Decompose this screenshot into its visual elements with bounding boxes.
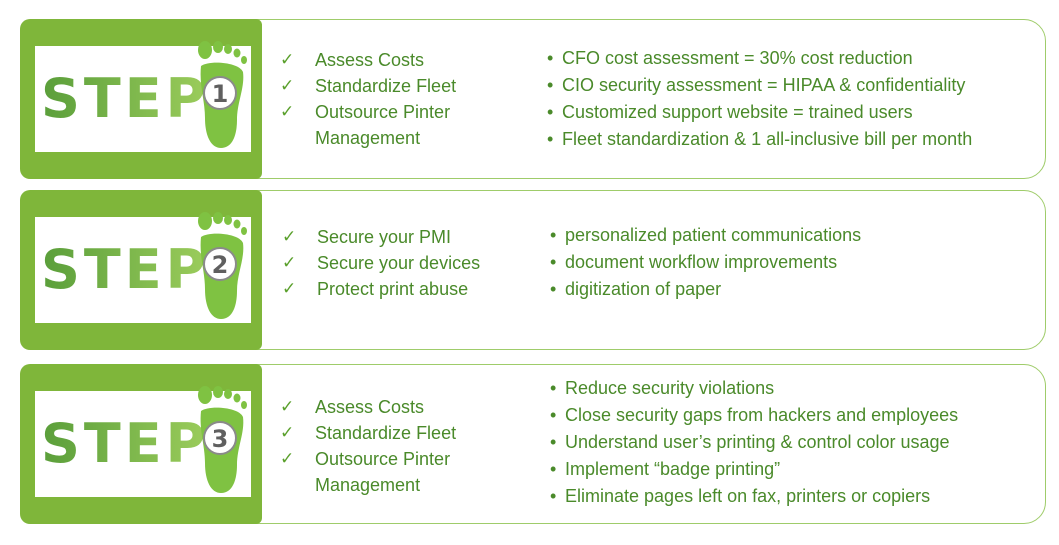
step-3-checklist: ✓ Assess Costs ✓ Standardize Fleet ✓ Out…: [280, 394, 515, 498]
check-item: ✓ Standardize Fleet: [280, 73, 515, 99]
step-3-word: STEP: [41, 411, 209, 477]
bullet-item: CFO cost assessment = 30% cost reduction: [547, 45, 972, 72]
bullet-item: personalized patient communications: [550, 222, 861, 249]
check-label: Assess Costs: [315, 397, 425, 417]
check-icon: ✓: [280, 449, 295, 468]
check-label: Outsource Pinter Management: [315, 449, 451, 495]
check-icon: ✓: [282, 279, 297, 298]
check-icon: ✓: [282, 253, 297, 272]
footprint-3-icon: 3: [198, 386, 247, 493]
footprint-1-icon: 1: [198, 41, 247, 148]
step-3-number: 3: [212, 425, 229, 453]
step-2-panel: STEP 2 ✓ Secure your PMI ✓ Secure your d…: [20, 190, 1046, 350]
step-2-number: 2: [212, 251, 229, 279]
step-3-label: STEP: [41, 412, 210, 475]
step-3-panel: STEP 3 ✓ Assess Costs ✓ Standardize Flee…: [20, 364, 1046, 524]
bullet-item: Close security gaps from hackers and emp…: [550, 402, 958, 429]
bullet-item: digitization of paper: [550, 276, 861, 303]
step-1-panel: STEP 1 ✓ Assess Costs ✓ Standardize Flee…: [20, 19, 1046, 179]
step-3-badge: STEP 3: [20, 364, 262, 524]
check-label: Assess Costs: [315, 50, 425, 70]
check-item: ✓ Secure your PMI: [282, 224, 557, 250]
check-item: ✓ Secure your devices: [282, 250, 557, 276]
step-1-bullets: CFO cost assessment = 30% cost reduction…: [547, 45, 972, 153]
check-icon: ✓: [280, 397, 295, 416]
check-icon: ✓: [280, 50, 295, 69]
step-2-label: STEP: [41, 238, 210, 301]
check-icon: ✓: [280, 423, 295, 442]
check-label: Standardize Fleet: [315, 76, 457, 96]
bullet-item: Implement “badge printing”: [550, 456, 958, 483]
step-1-badge: STEP 1: [20, 19, 262, 179]
check-label: Outsource Pinter Management: [315, 102, 451, 148]
check-label: Standardize Fleet: [315, 423, 457, 443]
check-icon: ✓: [280, 76, 295, 95]
bullet-item: Customized support website = trained use…: [547, 99, 972, 126]
check-item: ✓ Outsource Pinter Management: [280, 446, 515, 498]
step-2-word: STEP: [41, 237, 209, 303]
step-1-checklist: ✓ Assess Costs ✓ Standardize Fleet ✓ Out…: [280, 47, 515, 151]
check-label: Secure your PMI: [317, 227, 452, 247]
step-2-badge: STEP 2: [20, 190, 262, 350]
bullet-item: Understand user’s printing & control col…: [550, 429, 958, 456]
check-icon: ✓: [282, 227, 297, 246]
bullet-item: document workflow improvements: [550, 249, 861, 276]
check-item: ✓ Outsource Pinter Management: [280, 99, 515, 151]
step-1-word: STEP: [41, 66, 209, 132]
check-item: ✓ Protect print abuse: [282, 276, 557, 302]
step-1-label: STEP: [41, 67, 210, 130]
bullet-item: Eliminate pages left on fax, printers or…: [550, 483, 958, 510]
check-icon: ✓: [280, 102, 295, 121]
step-2-checklist: ✓ Secure your PMI ✓ Secure your devices …: [282, 224, 557, 302]
step-3-bullets: Reduce security violations Close securit…: [550, 375, 958, 510]
step-2-bullets: personalized patient communications docu…: [550, 222, 861, 303]
bullet-item: CIO security assessment = HIPAA & confid…: [547, 72, 972, 99]
step-1-number: 1: [212, 80, 229, 108]
check-label: Protect print abuse: [317, 279, 469, 299]
step-3-badge-inner: STEP 3: [35, 386, 251, 497]
footprint-2-icon: 2: [198, 212, 247, 319]
check-item: ✓ Standardize Fleet: [280, 420, 515, 446]
step-2-badge-inner: STEP 2: [35, 212, 251, 323]
bullet-item: Fleet standardization & 1 all-inclusive …: [547, 126, 972, 153]
check-item: ✓ Assess Costs: [280, 394, 515, 420]
check-label: Secure your devices: [317, 253, 481, 273]
step-1-badge-inner: STEP 1: [35, 41, 251, 152]
check-item: ✓ Assess Costs: [280, 47, 515, 73]
bullet-item: Reduce security violations: [550, 375, 958, 402]
